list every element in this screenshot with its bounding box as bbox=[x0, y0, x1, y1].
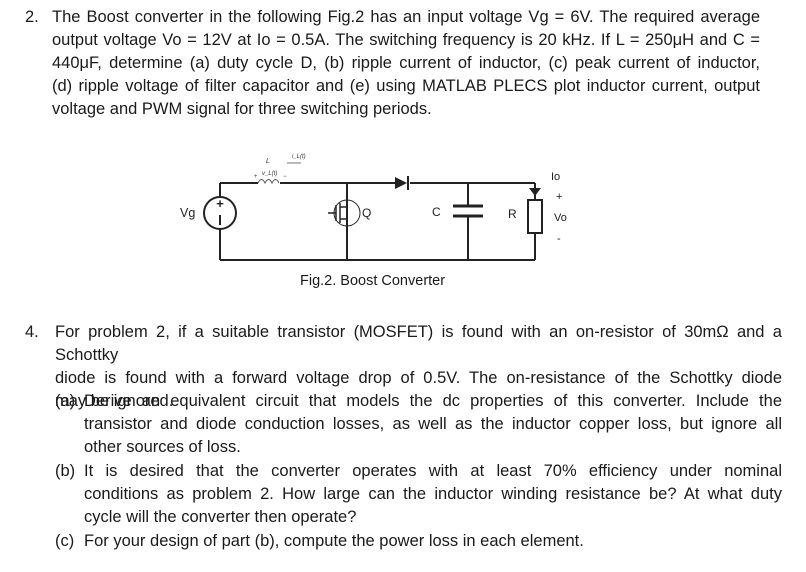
part-b-line: conditions as problem 2. How large can t… bbox=[84, 485, 782, 503]
source-plus-sign: + bbox=[216, 196, 224, 211]
svg-text:+: + bbox=[254, 174, 258, 180]
part-a-label: (a) bbox=[55, 392, 76, 410]
problem-2-text: The Boost converter in the following Fig… bbox=[52, 6, 760, 121]
part-a-line: transistor and diode conduction losses, … bbox=[84, 415, 782, 433]
problem-2-number: 2. bbox=[25, 8, 39, 26]
problem-2-line: output voltage Vo = 12V at Io = 0.5A. Th… bbox=[52, 31, 760, 49]
svg-text:−: − bbox=[283, 174, 287, 180]
output-voltage-label: Vo bbox=[554, 212, 567, 224]
problem-4-line: For problem 2, if a suitable transistor … bbox=[55, 323, 782, 364]
part-b-label: (b) bbox=[55, 462, 76, 480]
output-plus-sign: + bbox=[556, 191, 562, 203]
output-current-label: Io bbox=[551, 171, 560, 183]
part-c-text: For your design of part (b), compute the… bbox=[84, 530, 782, 553]
part-b-line: It is desired that the converter operate… bbox=[84, 462, 782, 480]
figure-caption: Fig.2. Boost Converter bbox=[300, 273, 446, 289]
part-a-line: Derive an equivalent circuit that models… bbox=[84, 392, 782, 410]
part-a-line: other sources of loss. bbox=[84, 438, 241, 456]
problem-2-line: The Boost converter in the following Fig… bbox=[52, 8, 760, 26]
part-c-line: For your design of part (b), compute the… bbox=[84, 532, 584, 550]
resistor-icon bbox=[527, 199, 543, 234]
capacitor-icon bbox=[453, 204, 483, 218]
part-b-line: cycle will the converter then operate? bbox=[84, 508, 357, 526]
output-minus-sign: - bbox=[557, 233, 561, 245]
problem-4-line: diode is found with a forward voltage dr… bbox=[55, 369, 782, 387]
inductor-icon bbox=[257, 179, 280, 185]
inductor-label: L bbox=[266, 158, 270, 165]
part-b-text: It is desired that the converter operate… bbox=[84, 460, 782, 529]
switch-label: Q bbox=[362, 206, 371, 220]
source-label: Vg bbox=[180, 206, 195, 220]
inductor-current-label: i_L(t) bbox=[292, 154, 306, 160]
capacitor-label: C bbox=[432, 205, 441, 219]
voltage-source-icon: + bbox=[203, 196, 237, 230]
inductor-voltage-label: v_L(t) bbox=[262, 171, 277, 177]
resistor-label: R bbox=[508, 207, 517, 221]
part-a-text: Derive an equivalent circuit that models… bbox=[84, 390, 782, 459]
problem-2-line: voltage and PWM signal for three switchi… bbox=[52, 100, 432, 118]
problem-4-number: 4. bbox=[25, 323, 39, 341]
diode-icon bbox=[395, 176, 409, 190]
part-c-label: (c) bbox=[55, 532, 75, 550]
output-current-arrow-icon bbox=[529, 188, 541, 196]
boost-converter-circuit: + Vg L i_L(t) + − v_L(t) Q C R Io + Vo - bbox=[180, 154, 567, 261]
problem-4-line: may be ignored. bbox=[55, 392, 174, 410]
problem-2-line: 440μF, determine (a) duty cycle D, (b) r… bbox=[52, 54, 760, 72]
problem-4-intro: For problem 2, if a suitable transistor … bbox=[55, 321, 782, 413]
mosfet-switch-icon bbox=[328, 197, 361, 229]
problem-2-line: (d) ripple voltage of filter capacitor a… bbox=[52, 77, 760, 95]
